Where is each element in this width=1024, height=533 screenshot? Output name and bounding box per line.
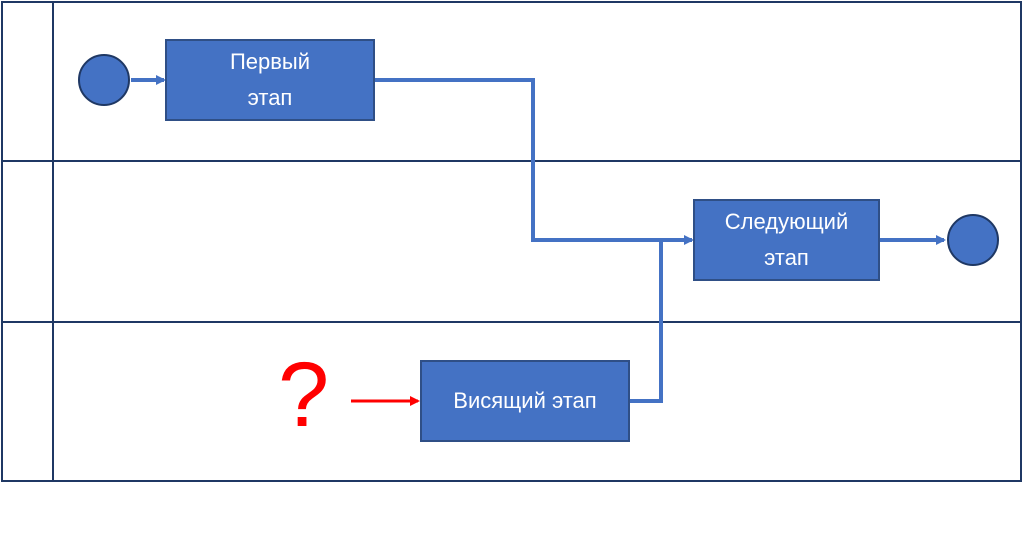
next-step-label-line2: этап (764, 245, 809, 270)
end-event-circle (947, 214, 999, 266)
question-mark-icon: ? (278, 344, 330, 446)
start-event-circle (78, 54, 130, 106)
next-step-label-line1: Следующий (724, 209, 849, 234)
first-step-box: Первый этап (165, 39, 375, 121)
next-step-box: Следующий этап (693, 199, 880, 281)
hanging-step-label: Висящий этап (453, 388, 597, 413)
first-step-label-line2: этап (247, 85, 293, 110)
lane-divider-1 (1, 160, 1022, 162)
swimlane-frame (1, 1, 1022, 482)
connector-hanging-to-next (629, 240, 663, 403)
lane-divider-2 (1, 321, 1022, 323)
lane-header-divider (52, 1, 54, 482)
connector-first-to-next (375, 78, 694, 245)
first-step-label-line1: Первый (229, 49, 311, 74)
hanging-step-box: Висящий этап (420, 360, 630, 442)
